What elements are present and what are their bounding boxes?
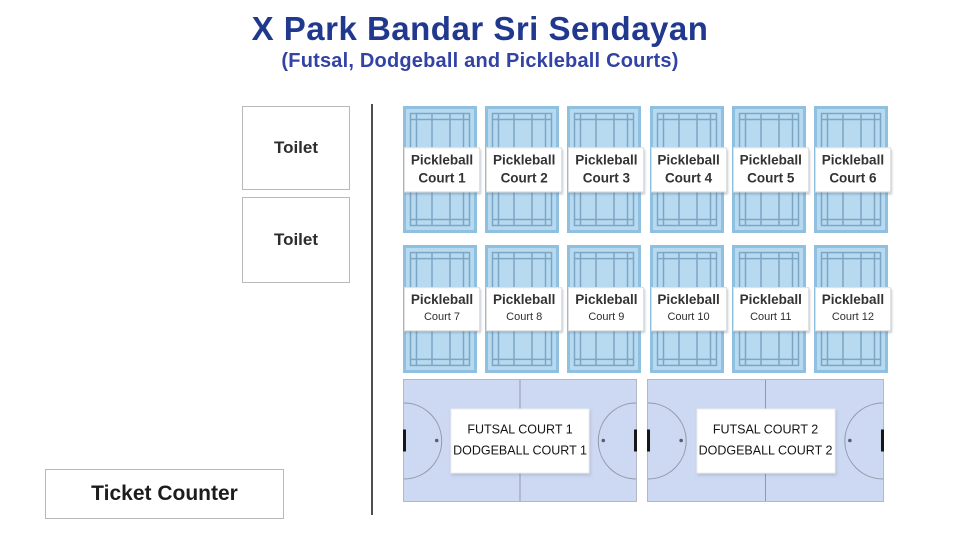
pickleball-label-line2: Court 10 <box>667 311 710 324</box>
pickleball-label-line1: Pickleball <box>410 292 474 308</box>
pickleball-label-line2: Court 9 <box>588 311 625 324</box>
pickleball-label-line1: Pickleball <box>575 151 638 167</box>
pickleball-label-line1: Pickleball <box>410 151 474 167</box>
pickleball-label-line1: Pickleball <box>657 292 720 308</box>
pickleball-label-line2: Court 12 <box>831 311 875 324</box>
pickleball-label-line2: Court 7 <box>423 311 461 324</box>
futsal-area: FUTSAL COURT 1 DODGEBALL COURT 1 FUTSAL … <box>403 379 884 502</box>
pickleball-label-line1: Pickleball <box>821 292 885 308</box>
pickleball-label-line1: Pickleball <box>739 292 802 308</box>
pickleball-label-line1: Pickleball <box>575 292 638 308</box>
ticket-counter-label: Ticket Counter <box>91 482 238 505</box>
pickleball-label-line1: Pickleball <box>493 151 556 167</box>
futsal-court-2: FUTSAL COURT 2 DODGEBALL COURT 2 <box>647 379 884 502</box>
futsal-court-2-line2: DODGEBALL COURT 2 <box>698 443 833 458</box>
toilet-2-label: Toilet <box>273 230 319 249</box>
pickleball-label-line2: Court 1 <box>418 170 466 185</box>
futsal-court-1-label: FUTSAL COURT 1 DODGEBALL COURT 1 <box>450 408 590 473</box>
pickleball-label-line1: Pickleball <box>657 151 720 167</box>
pickleball-label-line2: Court 3 <box>582 170 630 185</box>
futsal-court-1-line2: DODGEBALL COURT 1 <box>453 443 587 458</box>
divider-line <box>371 104 373 515</box>
pickleball-label-line2: Court 8 <box>506 311 543 324</box>
pickleball-label-line2: Court 11 <box>750 311 792 324</box>
futsal-court-1-line1: FUTSAL COURT 1 <box>467 422 573 437</box>
page-subtitle: (Futsal, Dodgeball and Pickleball Courts… <box>281 50 679 72</box>
ticket-counter: Ticket Counter <box>45 469 284 519</box>
header: X Park Bandar Sri Sendayan (Futsal, Dodg… <box>0 10 960 73</box>
pickleball-label-line2: Court 5 <box>747 170 795 185</box>
toilet-room-1: Toilet <box>242 106 350 190</box>
futsal-court-1: FUTSAL COURT 1 DODGEBALL COURT 1 <box>403 379 637 502</box>
pickleball-label-line1: Pickleball <box>493 292 556 308</box>
pickleball-label-line2: Court 4 <box>664 170 713 185</box>
toilet-1-label: Toilet <box>273 138 319 157</box>
page-title: X Park Bandar Sri Sendayan <box>251 10 709 47</box>
futsal-court-2-label: FUTSAL COURT 2 DODGEBALL COURT 2 <box>696 408 835 473</box>
pickleball-label-line1: Pickleball <box>739 151 802 167</box>
toilet-room-2: Toilet <box>242 197 350 283</box>
futsal-court-2-line1: FUTSAL COURT 2 <box>712 422 819 437</box>
pickleball-label-line2: Court 6 <box>829 170 877 185</box>
pickleball-label-line1: Pickleball <box>821 151 885 167</box>
pickleball-label-line2: Court 2 <box>500 170 548 185</box>
